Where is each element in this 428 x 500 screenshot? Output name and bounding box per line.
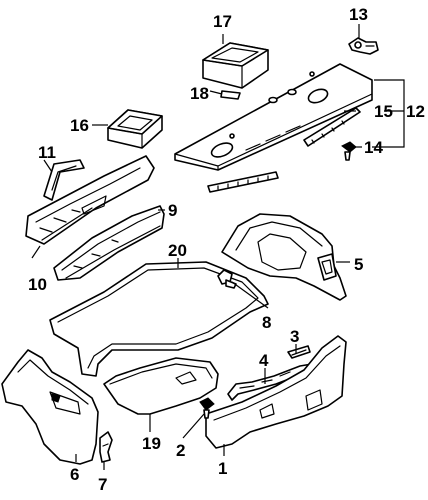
part-1-side-trim <box>205 335 347 449</box>
callout-18: 18 <box>190 84 209 103</box>
part-7-bracket <box>99 431 113 463</box>
part-13-clip <box>348 37 379 55</box>
part-15-trim-strip <box>303 107 361 147</box>
callout-4: 4 <box>259 351 269 370</box>
callout-6: 6 <box>70 465 79 484</box>
leader-lines <box>31 24 405 470</box>
callout-5: 5 <box>354 255 363 274</box>
callout-14: 14 <box>364 138 383 157</box>
part-18-strip <box>220 90 241 100</box>
part-14-fastener <box>341 141 357 161</box>
callout-2: 2 <box>176 441 185 460</box>
part-6-corner-trim <box>1 349 99 465</box>
part-9-panel <box>53 205 165 281</box>
callouts: 17 13 18 16 11 9 10 20 5 8 4 3 1 2 19 6 … <box>28 5 425 494</box>
part-12-package-shelf <box>174 63 373 171</box>
callout-15: 15 <box>374 102 393 121</box>
callout-8: 8 <box>262 313 271 332</box>
callout-7: 7 <box>98 475 107 494</box>
part-3-retainer <box>287 345 311 359</box>
part-11-bracket <box>43 159 85 201</box>
callout-13: 13 <box>349 5 368 24</box>
part-2-push-pin <box>199 397 215 419</box>
callout-9: 9 <box>168 201 177 220</box>
part-5-side-trim <box>221 213 347 301</box>
callout-12: 12 <box>406 102 425 121</box>
callout-16: 16 <box>70 116 89 135</box>
part-16-box <box>107 109 163 149</box>
callout-3: 3 <box>290 327 299 346</box>
callout-1: 1 <box>218 459 227 478</box>
part-19-cover <box>103 357 219 415</box>
callout-11: 11 <box>38 143 56 162</box>
callout-19: 19 <box>142 434 161 453</box>
part-17-box <box>202 42 269 89</box>
part-10-panel <box>25 155 155 245</box>
lower-shelf-trim <box>207 171 279 193</box>
callout-10: 10 <box>28 275 47 294</box>
part-20-floor-mat <box>49 261 269 377</box>
callout-17: 17 <box>213 12 232 31</box>
callout-20: 20 <box>168 241 187 260</box>
